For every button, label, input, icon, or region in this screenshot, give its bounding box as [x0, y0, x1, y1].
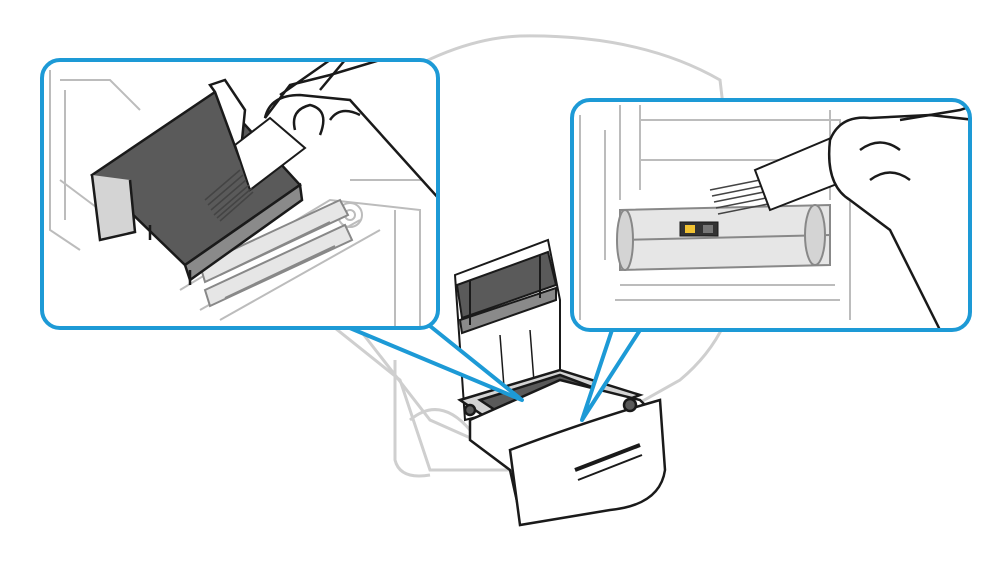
left-callout-border — [40, 58, 440, 330]
right-callout — [570, 98, 972, 332]
printer-base — [457, 368, 667, 527]
ribbon-rollers — [198, 198, 354, 308]
brush-icon — [204, 116, 307, 222]
hand-icon — [263, 60, 438, 204]
left-callout — [40, 58, 440, 330]
right-callout-border — [570, 98, 972, 332]
sensor-icon — [679, 221, 719, 237]
right-callout-background-parts — [579, 105, 851, 320]
platen-roller — [616, 203, 831, 272]
hand-icon — [828, 103, 970, 330]
